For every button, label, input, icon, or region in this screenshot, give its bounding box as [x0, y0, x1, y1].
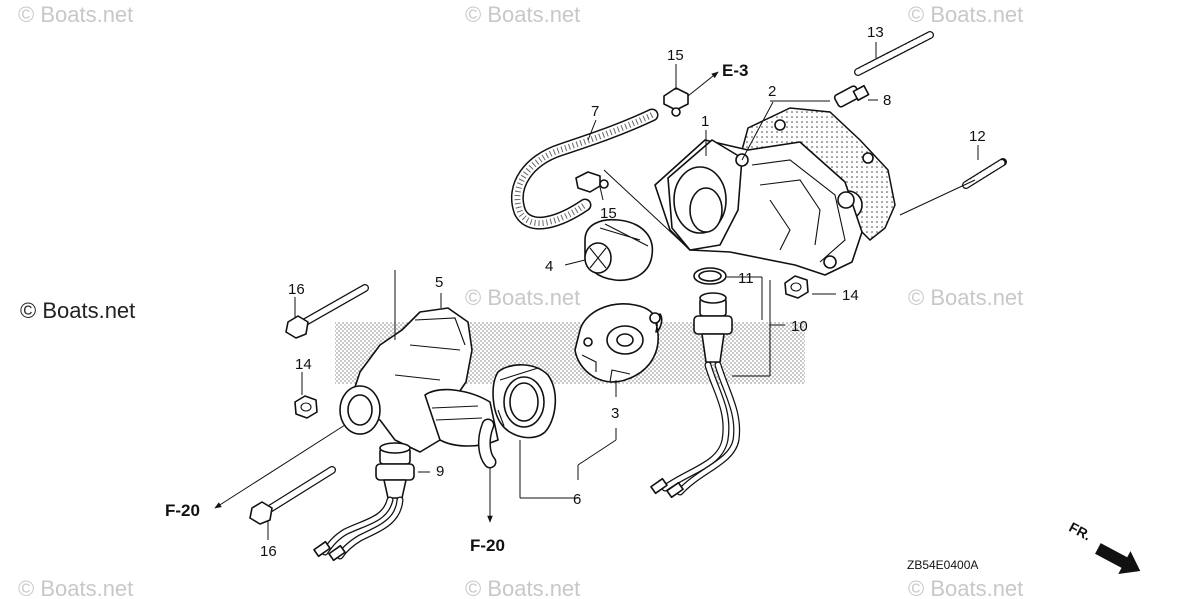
front-indicator-label: FR. — [1067, 519, 1094, 544]
thermostat-part-4 — [584, 218, 654, 281]
bleed-screw-part-8 — [833, 84, 870, 108]
hose-joint-part-6 — [492, 364, 557, 439]
callout-3: 3 — [611, 405, 619, 422]
flange-nut-part-14 — [784, 275, 809, 299]
ref-label-f20-left: F-20 — [165, 501, 200, 520]
callout-5: 5 — [435, 274, 443, 291]
watermark: © Boats.net — [465, 576, 580, 599]
callout-13: 13 — [867, 24, 884, 41]
watermark: © Boats.net — [465, 285, 580, 310]
cap-part-3 — [574, 303, 663, 383]
watermark: © Boats.net — [20, 298, 135, 323]
hose-part-7 — [510, 108, 659, 230]
callout-6: 6 — [573, 491, 581, 508]
callout-15-top: 15 — [667, 47, 684, 64]
watermark: © Boats.net — [465, 2, 580, 27]
sensor-part-10 — [650, 292, 741, 499]
callout-4: 4 — [545, 258, 553, 275]
callout-1: 1 — [701, 113, 709, 130]
callout-7: 7 — [591, 103, 599, 120]
watermark: © Boats.net — [18, 2, 133, 27]
flange-nut-part-14-left — [294, 395, 318, 419]
sensor-part-9 — [313, 442, 415, 562]
o-ring-part-11 — [693, 267, 727, 285]
callout-11: 11 — [738, 270, 754, 287]
callout-16-top: 16 — [288, 281, 305, 298]
flange-bolt-part-16-lower — [249, 466, 336, 525]
hose-clip-part-15 — [575, 87, 689, 193]
callout-8: 8 — [883, 92, 891, 109]
callout-12: 12 — [969, 128, 986, 145]
callout-2: 2 — [768, 83, 776, 100]
ref-label-f20-bottom: F-20 — [470, 536, 505, 555]
flange-bolt-part-16 — [285, 284, 369, 339]
thermostat-housing-part-1 — [654, 139, 863, 276]
watermark: © Boats.net — [908, 2, 1023, 27]
leader-lines — [214, 42, 979, 540]
ref-label-e3: E-3 — [722, 61, 748, 80]
callouts: 1 2 3 4 5 6 7 8 9 10 11 12 13 14 14 15 1… — [260, 24, 986, 560]
stud-bolt-part-13 — [854, 31, 934, 76]
watermark: © Boats.net — [908, 576, 1023, 599]
callout-14-right: 14 — [842, 287, 859, 304]
callout-16-bottom: 16 — [260, 543, 277, 560]
callout-9: 9 — [436, 463, 444, 480]
diagram-code: ZB54E0400A — [907, 558, 978, 572]
front-arrow-icon: FR. — [1067, 519, 1141, 575]
watermark: © Boats.net — [18, 576, 133, 599]
callout-14-left: 14 — [295, 356, 312, 373]
callout-10: 10 — [791, 318, 808, 335]
water-outlet-part-5 — [339, 307, 499, 469]
callout-15-lower: 15 — [600, 205, 617, 222]
watermark: © Boats.net — [908, 285, 1023, 310]
